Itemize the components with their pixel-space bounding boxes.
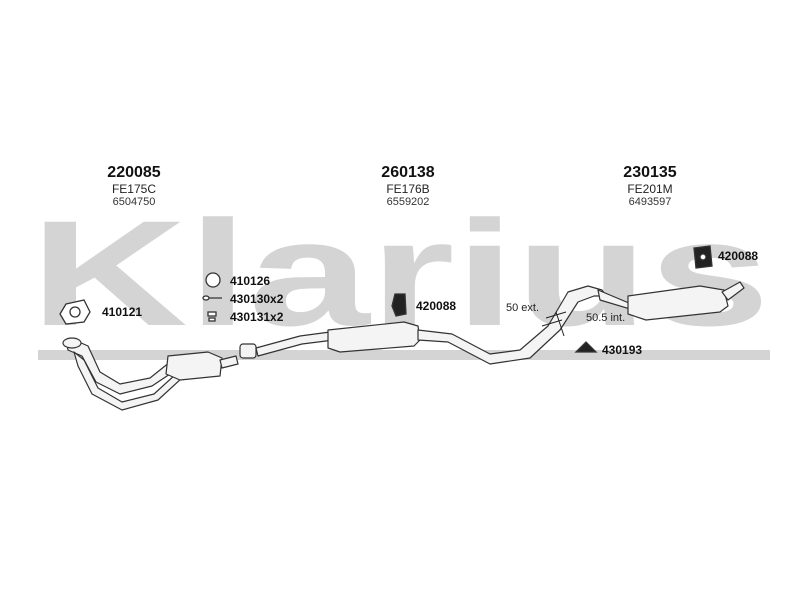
part-group-3: 230135 FE201M 6493597 [623, 164, 676, 208]
clamp-icon [205, 272, 221, 288]
fitting-label-bolt-a[interactable]: 430130x2 [230, 292, 284, 306]
note-int: 50.5 int. [586, 312, 626, 324]
part-number-label[interactable]: 230135 [623, 164, 677, 181]
part-group-2: 260138 FE176B 6559202 [381, 164, 434, 208]
gasket-icon [59, 299, 91, 325]
intermediate-pipe [255, 331, 335, 357]
joint-flange [239, 343, 257, 359]
part-number-label[interactable]: 220085 [107, 164, 161, 181]
fitting-label-mount-rear[interactable]: 430193 [602, 343, 643, 357]
hanger-icon-right [693, 245, 713, 269]
note-ext: 50 ext. [506, 302, 540, 314]
oe-number-label: 6504750 [112, 196, 156, 208]
part-number-label[interactable]: 260138 [381, 164, 435, 181]
front-silencer [165, 351, 223, 381]
oe-number-label: 6559202 [386, 196, 430, 208]
centre-silencer [327, 321, 421, 353]
rear-silencer [627, 285, 729, 321]
part-code-label: FE175C [111, 182, 157, 196]
part-code-label: FE176B [386, 182, 430, 196]
part-code-label: FE201M [627, 182, 673, 196]
small-bolt-icon [207, 311, 217, 322]
bolt-icon [202, 295, 222, 301]
fitting-label-hanger-right[interactable]: 420088 [718, 249, 759, 263]
fitting-label-gasket[interactable]: 410121 [102, 305, 143, 319]
mount-icon-rear [574, 341, 598, 353]
fitting-label-bolt-b[interactable]: 430131x2 [230, 310, 284, 324]
front-flange [62, 337, 82, 349]
oe-number-label: 6493597 [628, 196, 672, 208]
hanger-icon-mid [391, 293, 407, 317]
fitting-label-clamp[interactable]: 410126 [230, 274, 271, 288]
part-group-1: 220085 FE175C 6504750 [107, 164, 160, 208]
fitting-label-hanger-mid[interactable]: 420088 [416, 299, 457, 313]
